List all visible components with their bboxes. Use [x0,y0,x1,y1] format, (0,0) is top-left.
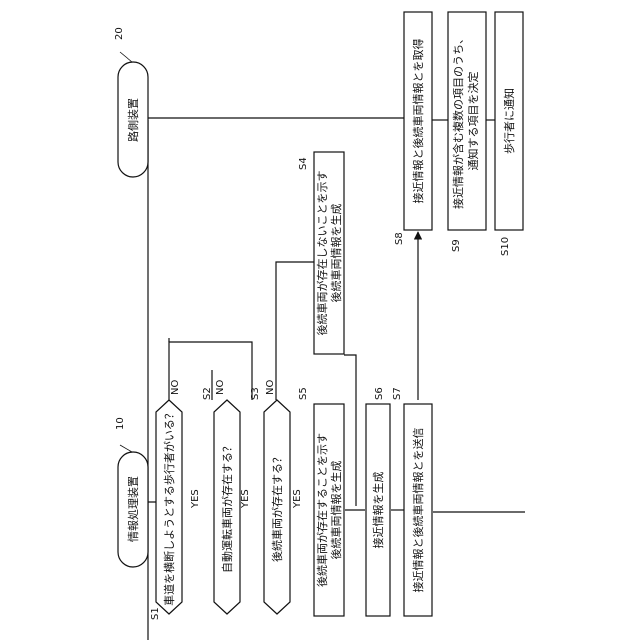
s4-line-2: 後続車両情報を生成 [329,204,343,303]
s1-id: S1 [150,607,161,620]
s4-process: 後続車両が存在しないことを示す 後続車両情報を生成 [314,152,344,354]
road-device-ref: 20 [114,27,125,40]
s10-text: 歩行者に通知 [502,88,516,154]
s5-id: S5 [298,387,309,400]
s3-id: S3 [250,387,261,400]
s9-line-1: 接近情報が含む複数の項目のうち、 [451,33,465,209]
road-device-ref-lead [120,52,132,62]
info-device-label: 情報処理装置 [127,476,140,542]
s7-id: S7 [392,387,403,400]
s1-no-label: NO [170,380,181,395]
s2-no-label: NO [215,380,226,395]
s2-text: 自動運転車両が存在する？ [220,441,234,573]
info-device-ref: 10 [115,417,126,430]
s7-text: 接近情報と後続車両情報とを送信 [411,428,425,593]
s4-merge-connector [344,355,356,506]
info-device-terminal: 情報処理装置 [118,452,148,567]
s7-process: 接近情報と後続車両情報とを送信 [404,404,432,616]
s2-decision: 自動運転車両が存在する？ [214,400,240,614]
s9-line-2: 通知する項目を決定 [466,72,480,171]
s3-decision: 後続車両が存在する？ [264,400,290,614]
s2-id: S2 [202,387,213,400]
s10-process: 歩行者に通知 [495,12,523,230]
info-device-ref-lead [120,445,132,452]
s10-id: S10 [500,237,511,256]
s8-id: S8 [394,232,405,245]
s4-id: S4 [298,157,309,170]
s6-process: 接近情報を生成 [366,404,390,616]
s3-yes-label: YES [292,489,303,509]
s5-line-1: 後続車両が存在することを示す [315,433,329,587]
s3-no-connector [276,262,314,400]
s2-yes-label: YES [240,489,251,509]
s1-text: 車道を横断しようとする歩行者がいる？ [162,408,176,606]
s4-line-1: 後続車両が存在しないことを示す [315,171,329,336]
s9-process: 接近情報が含む複数の項目のうち、 通知する項目を決定 [448,12,486,230]
s6-text: 接近情報を生成 [371,472,385,549]
s8-text: 接近情報と後続車両情報とを取得 [411,39,425,204]
s6-id: S6 [374,387,385,400]
s9-id: S9 [451,239,462,252]
s8-process: 接近情報と後続車両情報とを取得 [404,12,432,230]
s1-yes-label: YES [190,489,201,509]
s3-no-label: NO [265,380,276,395]
s1-decision: 車道を横断しようとする歩行者がいる？ [156,400,182,614]
road-device-terminal: 路側装置 [118,62,148,177]
road-device-label: 路側装置 [127,98,140,142]
s5-line-2: 後続車両情報を生成 [329,461,343,560]
s5-process: 後続車両が存在することを示す 後続車両情報を生成 [314,404,344,616]
s3-text: 後続車両が存在する？ [270,452,284,562]
